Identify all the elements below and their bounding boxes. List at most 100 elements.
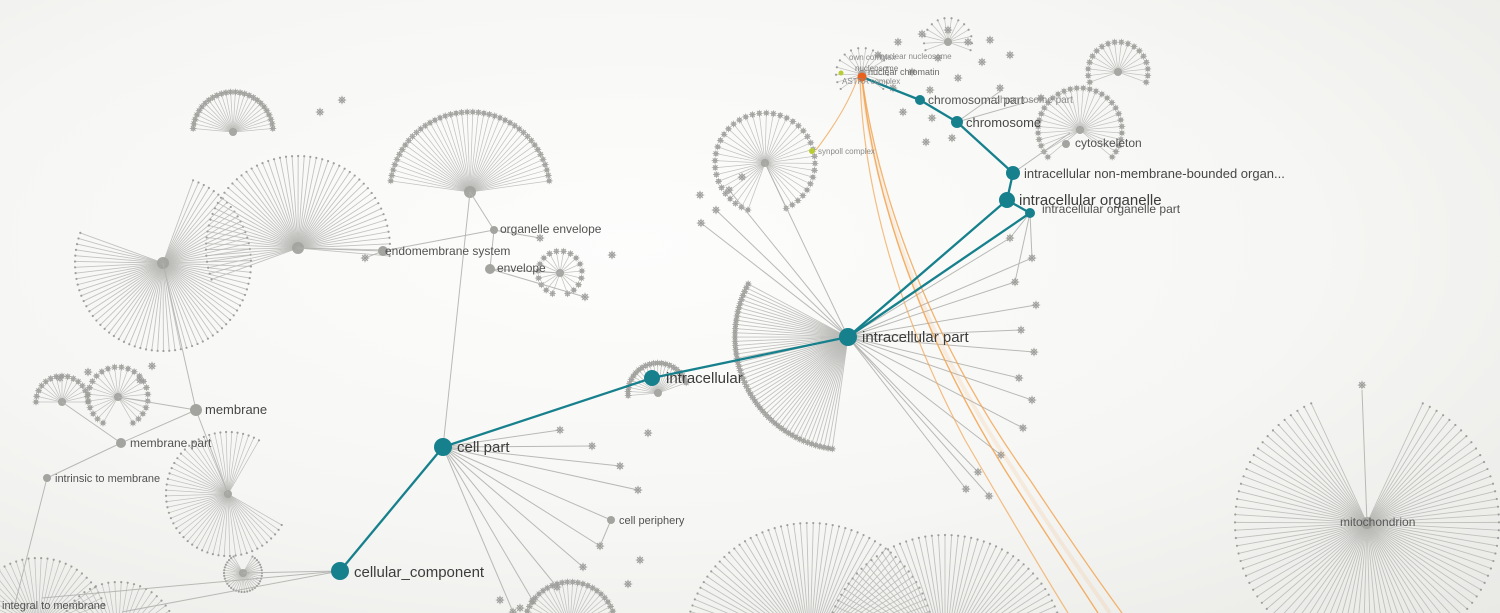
- term-glyph: [799, 127, 807, 135]
- node-cytoskeleton[interactable]: [1062, 140, 1070, 148]
- term-glyph: [431, 116, 439, 124]
- graph-edge: [442, 191, 471, 448]
- term-glyph: [389, 166, 397, 174]
- label-intracellular-organelle-part[interactable]: intracellular organelle part: [1042, 202, 1181, 216]
- term-glyph: [587, 441, 597, 451]
- term-glyph: [1144, 65, 1152, 73]
- label-nuclear-nucleosome[interactable]: nuclear nucleosome: [880, 52, 952, 61]
- node-intracellular[interactable]: [644, 370, 660, 386]
- label-nuclear-chromatin[interactable]: nuclear chromatin: [868, 67, 940, 77]
- term-glyph: [732, 346, 740, 354]
- term-glyph: [632, 369, 640, 377]
- term-glyph: [144, 390, 152, 398]
- label-membrane[interactable]: membrane: [205, 402, 267, 417]
- label-astra-complex[interactable]: ASTRA complex: [842, 77, 900, 86]
- label-intracellular-part[interactable]: intracellular part: [862, 329, 970, 346]
- term-glyph: [205, 96, 213, 104]
- node-chromosome-part[interactable]: [1038, 95, 1044, 101]
- label-chromosome[interactable]: chromosome: [966, 115, 1041, 130]
- label-nucleosome[interactable]: nucleosome: [855, 64, 899, 73]
- label-organelle-envelope[interactable]: organelle envelope: [500, 222, 602, 236]
- label-endomembrane-system[interactable]: endomembrane system: [385, 244, 510, 258]
- term-glyph: [1014, 373, 1024, 383]
- term-glyph: [1086, 58, 1094, 66]
- term-glyph: [816, 443, 824, 450]
- label-own-complex[interactable]: own complex: [849, 53, 896, 62]
- node-green-complex-1[interactable]: [838, 70, 844, 76]
- label-intracellular[interactable]: intracellular: [666, 370, 743, 387]
- node-chromosome[interactable]: [951, 116, 963, 128]
- term-glyph: [409, 133, 416, 140]
- label-cell-part[interactable]: cell part: [457, 439, 510, 456]
- node-intracellular-part[interactable]: [839, 328, 857, 346]
- term-glyph: [789, 118, 797, 125]
- node-organelle-envelope[interactable]: [490, 226, 498, 234]
- term-glyph: [973, 467, 983, 477]
- term-glyph: [1117, 116, 1125, 124]
- label-intrinsic-to-membrane[interactable]: intrinsic to membrane: [55, 473, 160, 485]
- graph-edge: [847, 257, 1033, 338]
- node-nucleosome[interactable]: [857, 72, 867, 82]
- term-glyph: [947, 133, 957, 143]
- term-glyph: [88, 378, 96, 385]
- term-glyph: [1054, 90, 1062, 98]
- node-intracellular-organelle[interactable]: [999, 192, 1015, 208]
- node-cell-periphery[interactable]: [607, 516, 615, 524]
- label-cytoskeleton[interactable]: cytoskeleton: [1075, 136, 1142, 150]
- node-envelope[interactable]: [485, 264, 495, 274]
- term-glyph: [811, 166, 818, 174]
- label-non-membrane-bounded-organelle[interactable]: intracellular non-membrane-bounded organ…: [1024, 166, 1285, 181]
- term-glyph: [35, 387, 42, 395]
- label-cellular-component[interactable]: cellular_component: [354, 564, 485, 581]
- label-synpoll-complex[interactable]: synpoll complex: [818, 147, 875, 156]
- node-membrane-part[interactable]: [116, 438, 126, 448]
- term-glyph: [1130, 43, 1138, 51]
- term-glyph: [546, 250, 553, 258]
- term-glyph: [669, 363, 677, 371]
- term-glyph: [722, 190, 729, 197]
- term-glyph: [452, 109, 460, 117]
- graph-edge: [489, 268, 561, 274]
- node-green-complex-2[interactable]: [809, 148, 815, 154]
- fan-cluster: [523, 578, 617, 613]
- term-glyph: [508, 607, 518, 613]
- selected-path-edge: [338, 445, 445, 573]
- node-non-membrane-bounded-organelle[interactable]: [1006, 166, 1020, 180]
- node-cell-part[interactable]: [434, 438, 452, 456]
- node-membrane[interactable]: [190, 404, 202, 416]
- term-glyph: [191, 115, 199, 123]
- node-cellular-component[interactable]: [331, 562, 349, 580]
- term-glyph: [447, 110, 455, 118]
- term-glyph: [241, 90, 249, 98]
- label-integral-to-membrane[interactable]: integral to membrane: [2, 600, 106, 612]
- term-glyph: [808, 440, 816, 448]
- label-chromosomal-part[interactable]: chromosomal part: [928, 93, 1025, 107]
- label-membrane-part[interactable]: membrane part: [130, 436, 212, 450]
- graph-edge: [442, 446, 639, 491]
- node-endomembrane-system[interactable]: [378, 246, 388, 256]
- term-glyph: [577, 274, 585, 282]
- term-glyph: [413, 129, 420, 136]
- node-intracellular-organelle-part[interactable]: [1025, 208, 1035, 218]
- term-glyph: [135, 375, 145, 385]
- term-glyph: [1112, 148, 1120, 156]
- graph-edge: [847, 336, 1033, 401]
- term-glyph: [961, 484, 971, 494]
- term-glyph: [1010, 277, 1020, 287]
- term-glyph: [1037, 110, 1045, 118]
- term-glyph: [739, 375, 747, 383]
- term-glyph: [803, 186, 811, 194]
- term-glyph: [778, 424, 785, 432]
- label-envelope[interactable]: envelope: [497, 261, 546, 275]
- fan-cluster: [834, 47, 890, 91]
- label-mitochondrion[interactable]: mitochondrion: [1340, 515, 1415, 529]
- graph-edge: [442, 446, 514, 613]
- label-cell-periphery[interactable]: cell periphery: [619, 515, 685, 527]
- term-glyph: [1027, 253, 1037, 263]
- label-intracellular-organelle[interactable]: intracellular organelle: [1019, 192, 1162, 209]
- term-glyph: [535, 233, 545, 243]
- node-chromosomal-part[interactable]: [915, 95, 925, 105]
- node-intrinsic-to-membrane[interactable]: [43, 474, 51, 482]
- label-chromosome-part[interactable]: chromosome part: [995, 95, 1073, 106]
